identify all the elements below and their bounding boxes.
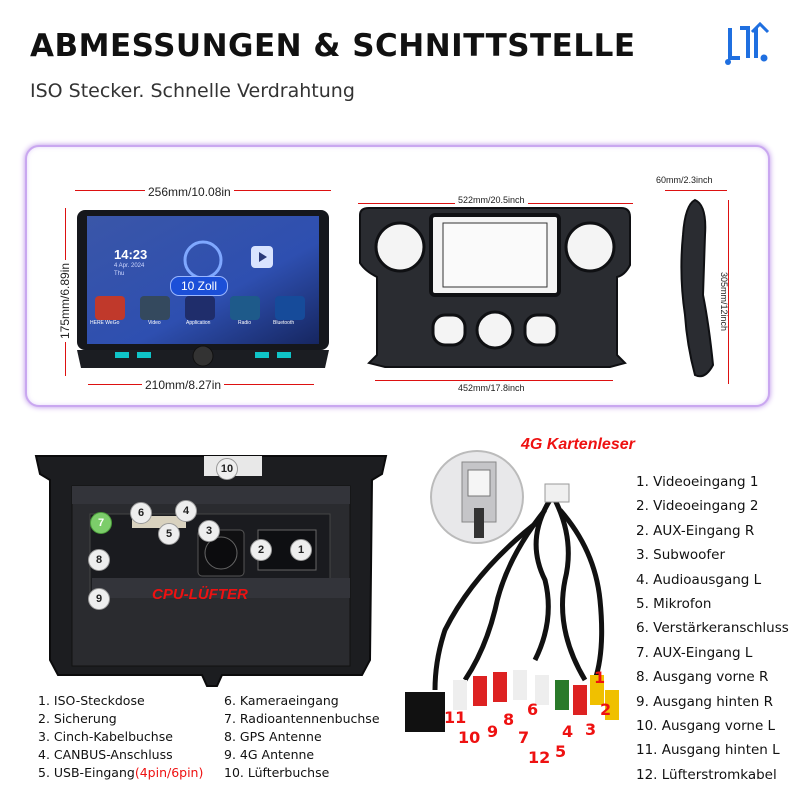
harness-num-5: 5 [555,742,567,761]
page-subtitle: ISO Stecker. Schnelle Verdrahtung [30,80,355,102]
legend-item: 6. Verstärkeranschluss [636,620,789,637]
legend-item: 7. Radioantennenbuchse [224,711,380,726]
page-title: ABMESSUNGEN & SCHNITTSTELLE [30,28,636,64]
frame-width-top: 522mm/20.5inch [455,195,528,205]
legend-item: 9. Ausgang hinten R [636,693,773,710]
legend-item: 7. AUX-Eingang L [636,644,753,661]
side-depth-label: 60mm/2.3inch [656,175,713,185]
badge-1: 1 [290,539,312,561]
badge-8: 8 [88,549,110,571]
card-reader-zoom [430,450,524,544]
cable-harness [405,480,625,760]
legend-item: 11. Ausgang hinten L [636,742,780,759]
legend-item: 2. AUX-Eingang R [636,522,755,539]
side-dimension-line-right [728,200,730,384]
legend-item: 2. Sicherung [38,711,117,726]
legend-usb-suffix: (4pin/6pin) [134,765,204,780]
frame-width-bottom: 452mm/17.8inch [455,383,528,393]
app-label-video: Video [148,320,161,326]
side-dimension-line-top [665,190,727,192]
legend-item: 8. GPS Antenne [224,729,322,744]
harness-num-7: 7 [518,728,530,747]
harness-num-9: 9 [487,722,499,741]
badge-10: 10 [216,458,238,480]
legend-item: 2. Videoeingang 2 [636,498,759,515]
harness-num-12: 12 [528,748,551,767]
app-label-application: Application [186,320,211,326]
legend-item: 4. Audioausgang L [636,571,762,588]
legend-harness: 1. Videoeingang 1 2. Videoeingang 2 2. A… [636,470,789,787]
legend-item: 10. Ausgang vorne L [636,718,776,735]
cpu-fan-label: CPU-LÜFTER [152,586,248,603]
legend-item: 6. Kameraeingang [224,693,339,708]
legend-item: 3. Subwoofer [636,547,726,564]
back-panel [32,450,390,690]
app-label-bluetooth: Bluetooth [273,320,295,326]
badge-7: 7 [90,512,112,534]
legend-item: 10. Lüfterbuchse [224,765,330,780]
screen-date: 4 Apr. 2024 [114,263,145,269]
side-profile [665,195,725,385]
app-label-here-wego: HERE WeGo [90,320,120,326]
dimension-width-bottom: 210mm/8.27in [142,378,225,392]
legend-item: 9. 4G Antenne [224,747,315,762]
app-label-radio: Radio [238,320,252,326]
legend-item-usb: 5. USB-Eingang(4pin/6pin) [38,764,203,782]
dimension-width-top: 256mm/10.08in [145,185,234,199]
legend-item: 5. Mikrofon [636,596,712,613]
harness-num-1: 1 [594,668,606,687]
badge-9: 9 [88,588,110,610]
screen-day: Thu [114,271,125,277]
badge-4: 4 [175,500,197,522]
harness-num-3: 3 [585,720,597,739]
legend-back-panel-col2: 6. Kameraeingang 7. Radioantennenbuchse … [224,692,380,782]
legend-item: 12. Lüfterstromkabel [636,766,777,783]
legend-item: 3. Cinch-Kabelbuchse [38,729,173,744]
badge-2: 2 [250,539,272,561]
screen-time: 14:23 [114,247,148,262]
badge-5: 5 [158,523,180,545]
legend-item: 8. Ausgang vorne R [636,669,769,686]
harness-num-8: 8 [503,710,515,729]
harness-num-11: 11 [444,708,467,727]
brand-logo-icon [722,18,772,68]
harness-num-6: 6 [527,700,539,719]
legend-usb-label: 5. USB-Eingang [38,765,135,780]
mounting-frame [355,205,635,375]
legend-back-panel-col1: 1. ISO-Steckdose 2. Sicherung 3. Cinch-K… [38,692,203,782]
badge-3: 3 [198,520,220,542]
harness-num-4: 4 [562,722,574,741]
badge-6: 6 [130,502,152,524]
harness-num-10: 10 [458,728,481,747]
card-reader-label: 4G Kartenleser [521,436,635,453]
legend-item: 1. ISO-Steckdose [38,693,145,708]
screen-size-badge: 10 Zoll [170,276,228,296]
legend-item: 1. Videoeingang 1 [636,474,759,490]
dimension-height-left: 175mm/6.89in [58,259,72,342]
harness-num-2: 2 [600,700,612,719]
frame-dimension-line-bottom [375,380,613,382]
legend-item: 4. CANBUS-Anschluss [38,747,173,762]
